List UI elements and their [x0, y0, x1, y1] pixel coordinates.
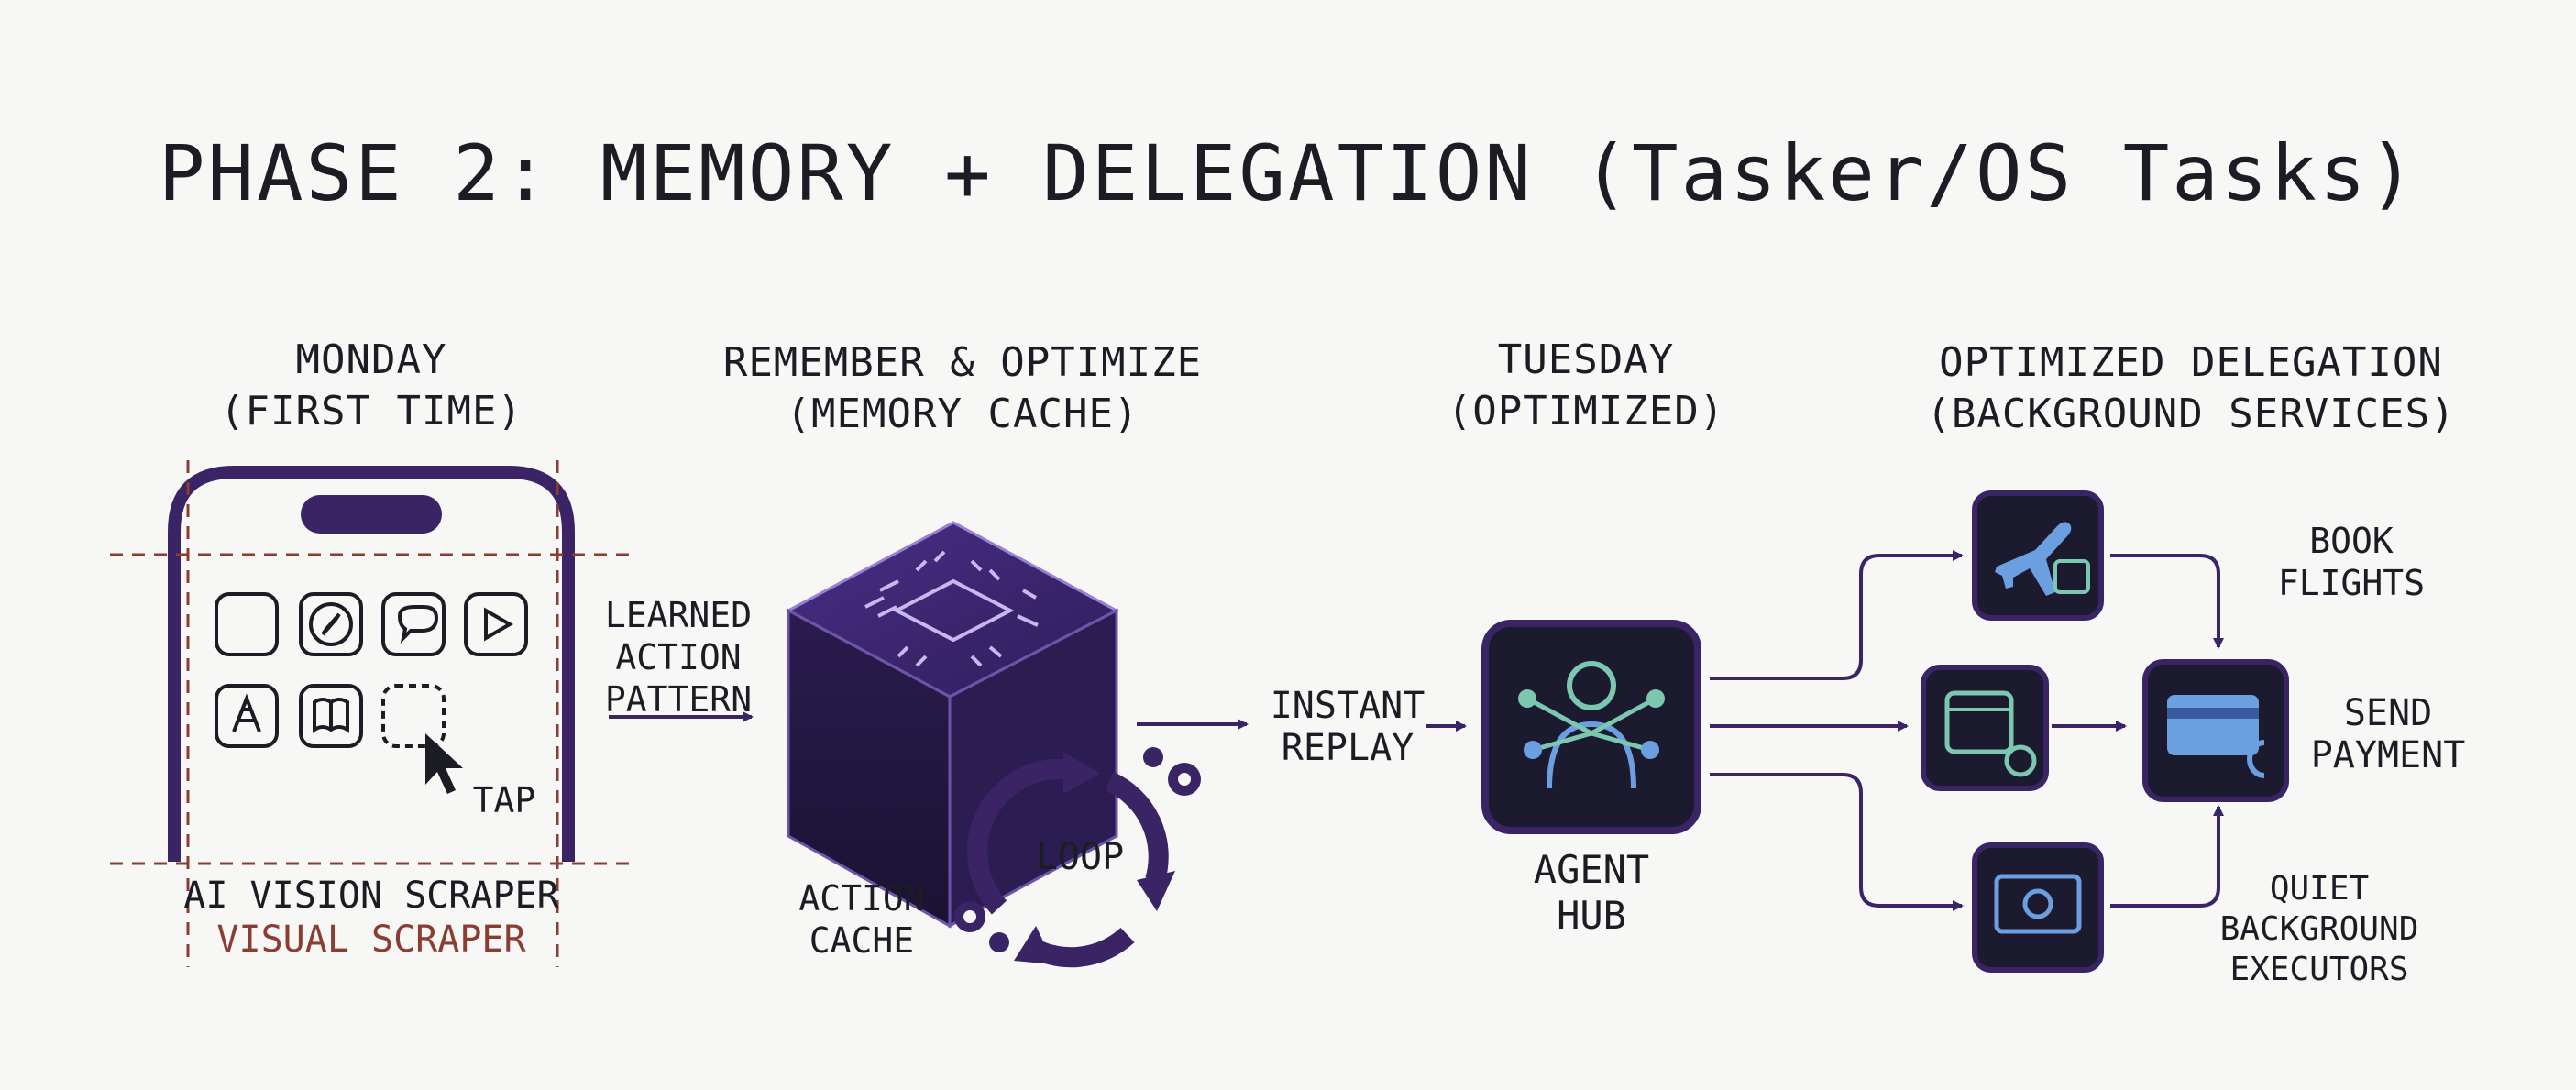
- calendar-icon: [2053, 559, 2090, 594]
- column-header-line1: TUESDAY: [1497, 336, 1675, 383]
- play-icon: [464, 592, 528, 656]
- send-payment-line2: PAYMENT: [2310, 734, 2466, 776]
- instant-replay-line1: INSTANT: [1270, 685, 1426, 727]
- scraper-guides: [110, 460, 633, 967]
- column-header-line2: (FIRST TIME): [220, 388, 523, 435]
- instant-replay-label: INSTANT REPLAY: [1256, 685, 1439, 769]
- app-grid: [215, 592, 528, 748]
- instant-replay-line2: REPLAY: [1281, 727, 1415, 769]
- card-icon: [2167, 695, 2259, 755]
- book-flights-line2: FLIGHTS: [2277, 563, 2426, 603]
- app-store-icon: [215, 684, 279, 748]
- learned-pattern-line3: PATTERN: [604, 679, 753, 720]
- quiet-executors-line1: QUIET: [2269, 870, 2370, 908]
- calendar-icon: [1944, 690, 2014, 754]
- quiet-executors-line3: EXECUTORS: [2229, 951, 2409, 988]
- column-header-line1: REMEMBER & OPTIMIZE: [722, 339, 1203, 386]
- column-header-tuesday: TUESDAY (OPTIMIZED): [1403, 335, 1769, 437]
- column-header-line1: MONDAY: [295, 336, 447, 383]
- book-flights-label: BOOK FLIGHTS: [2264, 520, 2438, 604]
- column-header-monday: MONDAY (FIRST TIME): [188, 335, 555, 437]
- loop-arrowheads: [1014, 752, 1175, 964]
- loop-label: LOOP: [1035, 836, 1125, 878]
- cash-icon: [1994, 874, 2082, 934]
- compass-icon: [299, 592, 363, 656]
- learned-pattern-label: LEARNED ACTION PATTERN: [596, 594, 761, 721]
- book-flights-line1: BOOK: [2309, 521, 2394, 561]
- gear-icon: [2004, 744, 2037, 777]
- cash-tile: [1972, 842, 2104, 973]
- column-header-delegation: OPTIMIZED DELEGATION (BACKGROUND SERVICE…: [1870, 337, 2512, 440]
- agent-head-icon: [1567, 661, 1616, 710]
- chip-pins: [864, 550, 1039, 667]
- calendar-gear-tile: [1921, 665, 2049, 791]
- currency-icon: [2247, 740, 2265, 778]
- phone-notch: [301, 495, 442, 534]
- learned-pattern-line2: ACTION: [615, 637, 742, 677]
- action-cache-line2: CACHE: [809, 920, 915, 961]
- tap-label: TAP: [472, 780, 536, 820]
- page-title: PHASE 2: MEMORY + DELEGATION (Tasker/OS …: [158, 128, 2418, 218]
- phone-frame: [168, 466, 575, 862]
- agent-hub-label: AGENT HUB: [1500, 847, 1683, 939]
- quiet-executors-label: QUIET BACKGROUND EXECUTORS: [2209, 869, 2429, 990]
- delegation-lines: [1710, 550, 2224, 911]
- column-header-line2: (OPTIMIZED): [1447, 388, 1725, 435]
- send-payment-label: SEND PAYMENT: [2292, 692, 2484, 776]
- phone-illustration: [110, 460, 633, 967]
- column-header-remember: REMEMBER & OPTIMIZE (MEMORY CACHE): [678, 337, 1247, 440]
- action-cache-line1: ACTION: [798, 878, 925, 919]
- book-icon: [299, 684, 363, 748]
- payment-card-tile: [2142, 659, 2289, 802]
- plane-icon: [1995, 522, 2072, 596]
- chip-icon: [892, 578, 1015, 643]
- quiet-executors-line2: BACKGROUND: [2219, 910, 2419, 948]
- agent-hub-line1: AGENT: [1533, 847, 1650, 892]
- agent-hub: [1481, 620, 1701, 834]
- scraper-label: AI VISION SCRAPER: [183, 875, 559, 917]
- column-header-line2: (MEMORY CACHE): [786, 391, 1139, 437]
- hub-links: [1525, 696, 1657, 753]
- visual-scraper-label: VISUAL SCRAPER: [216, 919, 526, 961]
- action-cache-label: ACTION CACHE: [788, 877, 935, 962]
- app-icon-blank: [215, 592, 279, 656]
- cursor-icon: [425, 733, 463, 794]
- column-header-line2: (BACKGROUND SERVICES): [1926, 391, 2456, 437]
- chat-icon: [381, 592, 446, 656]
- learned-pattern-line1: LEARNED: [604, 595, 753, 635]
- send-payment-line1: SEND: [2343, 692, 2433, 734]
- app-icon-target: [381, 684, 446, 748]
- agent-hub-line2: HUB: [1557, 893, 1626, 938]
- column-header-line1: OPTIMIZED DELEGATION: [1939, 339, 2443, 386]
- plane-calendar-tile: [1972, 490, 2104, 621]
- memory-cache-cube: [785, 521, 1201, 968]
